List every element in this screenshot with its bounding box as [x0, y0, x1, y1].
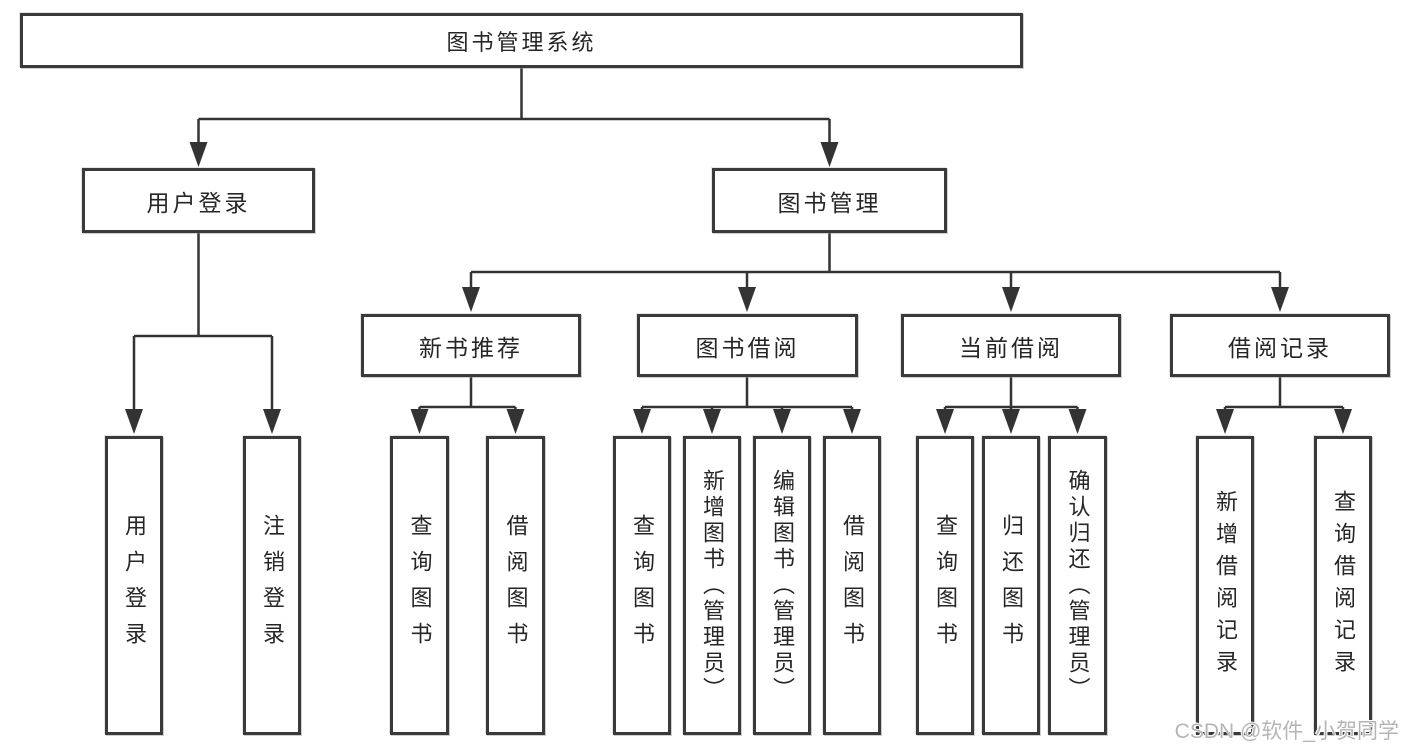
node-label: 注销登录: [260, 513, 285, 658]
book-borrow-branch-line: [640, 377, 854, 414]
node-label: 用户登录: [146, 189, 251, 216]
arrowhead-icon: [410, 409, 429, 434]
arrowhead-icon: [506, 409, 525, 434]
arrowhead-icon: [1002, 287, 1020, 312]
arrowhead-icon: [263, 409, 281, 434]
arrowhead-icon: [1271, 287, 1289, 312]
new-books-branch-line: [418, 377, 517, 414]
root-branch-line: [197, 68, 831, 146]
arrowhead-icon: [843, 409, 861, 434]
leaf-edit-books-admin: 编辑图书（管理员）: [753, 436, 811, 735]
node-label: 用户登录: [122, 513, 147, 658]
leaf-add-books-admin: 新增图书（管理员）: [683, 436, 741, 735]
arrowhead-icon: [703, 409, 721, 434]
arrowhead-icon: [1002, 409, 1020, 434]
node-label: 查询图书: [407, 513, 433, 658]
connector-paths: [132, 68, 1345, 414]
leaf-confirm-return-admin: 确认归还（管理员）: [1048, 436, 1107, 735]
borrow-records-branch-line: [1223, 377, 1345, 414]
book-management-branch-line: [469, 233, 1282, 292]
node-borrow-records: 借阅记录: [1170, 314, 1390, 377]
leaf-borrow-books-recommend: 借阅图书: [486, 436, 545, 735]
arrowhead-icon: [1216, 409, 1234, 434]
leaf-query-books-recommend: 查询图书: [390, 436, 449, 735]
leaf-query-borrow-record: 查询借阅记录: [1314, 436, 1372, 735]
node-user-login: 用户登录: [82, 168, 315, 233]
leaf-user-login: 用户登录: [105, 436, 163, 735]
node-new-book-recommend: 新书推荐: [361, 314, 581, 377]
arrowhead-icon: [738, 287, 756, 312]
csdn-watermark: CSDN @软件_小贺同学: [1174, 720, 1399, 743]
node-label: 查询借阅记录: [1331, 489, 1356, 682]
leaf-borrow-books: 借阅图书: [823, 436, 881, 735]
arrowhead-icon: [1334, 409, 1352, 434]
arrowhead-icon: [936, 409, 954, 434]
node-label: 查询图书: [630, 513, 655, 658]
node-book-management: 图书管理: [712, 168, 947, 233]
arrowhead-icon: [462, 287, 480, 312]
leaf-query-books-borrow: 查询图书: [613, 436, 671, 735]
arrowheads: [125, 142, 1352, 434]
node-label: 归还图书: [999, 513, 1024, 658]
node-label: 当前借阅: [959, 334, 1063, 361]
arrowhead-icon: [189, 142, 208, 167]
node-label: 新增借阅记录: [1213, 489, 1238, 682]
node-label: 借阅图书: [840, 513, 865, 658]
node-root-library-system: 图书管理系统: [20, 13, 1023, 68]
arrowhead-icon: [773, 409, 791, 434]
node-label: 编辑图书（管理员）: [770, 468, 795, 703]
leaf-return-books: 归还图书: [982, 436, 1040, 735]
node-current-borrow: 当前借阅: [901, 314, 1121, 377]
leaf-add-borrow-record: 新增借阅记录: [1196, 436, 1254, 735]
node-label: 新书推荐: [419, 334, 523, 361]
arrowhead-icon: [1068, 409, 1087, 434]
arrowhead-icon: [125, 409, 143, 434]
node-label: 图书管理系统: [446, 29, 597, 55]
user-login-branch-line: [132, 233, 274, 413]
arrowhead-icon: [633, 409, 651, 434]
current-borrow-branch-line: [943, 377, 1079, 414]
node-label: 图书管理: [777, 189, 882, 216]
node-label: 新增图书（管理员）: [700, 468, 725, 703]
leaf-logout: 注销登录: [243, 436, 301, 735]
node-label: 借阅记录: [1228, 334, 1332, 361]
arrowhead-icon: [820, 142, 839, 167]
node-label: 借阅图书: [503, 513, 529, 658]
leaf-query-books-current: 查询图书: [916, 436, 974, 735]
node-label: 查询图书: [933, 513, 958, 658]
node-label: 图书借阅: [695, 334, 800, 361]
node-book-borrow: 图书借阅: [637, 314, 858, 377]
node-label: 确认归还（管理员）: [1065, 468, 1091, 703]
